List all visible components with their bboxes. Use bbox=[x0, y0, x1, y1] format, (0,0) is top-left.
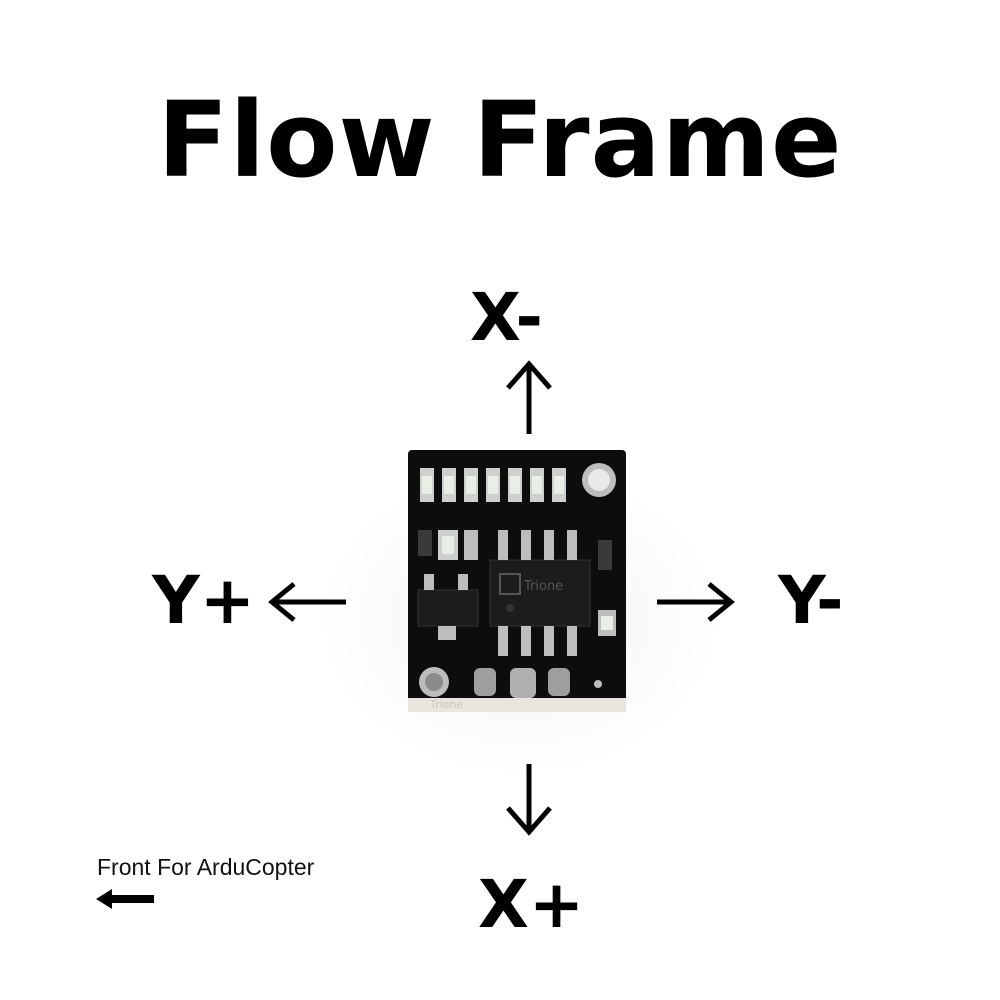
y-minus-label: Y- bbox=[778, 562, 844, 639]
y-plus-label: Y+ bbox=[152, 562, 256, 639]
optical-flow-board: Trione Trione bbox=[408, 450, 626, 712]
arrow-left-icon bbox=[268, 582, 346, 622]
chip-marking: Trione bbox=[523, 579, 563, 594]
arrow-right-icon bbox=[657, 582, 735, 622]
front-note-label: Front For ArduCopter bbox=[97, 854, 315, 880]
front-arrow-icon bbox=[96, 889, 154, 909]
x-plus-label: X+ bbox=[478, 866, 585, 943]
board-silkscreen: Trione bbox=[429, 698, 463, 711]
x-minus-label: X- bbox=[470, 279, 543, 356]
arrow-down-icon bbox=[506, 764, 552, 836]
arrow-up-icon bbox=[506, 360, 552, 434]
led-row bbox=[420, 468, 566, 502]
page-title: Flow Frame bbox=[157, 79, 843, 201]
